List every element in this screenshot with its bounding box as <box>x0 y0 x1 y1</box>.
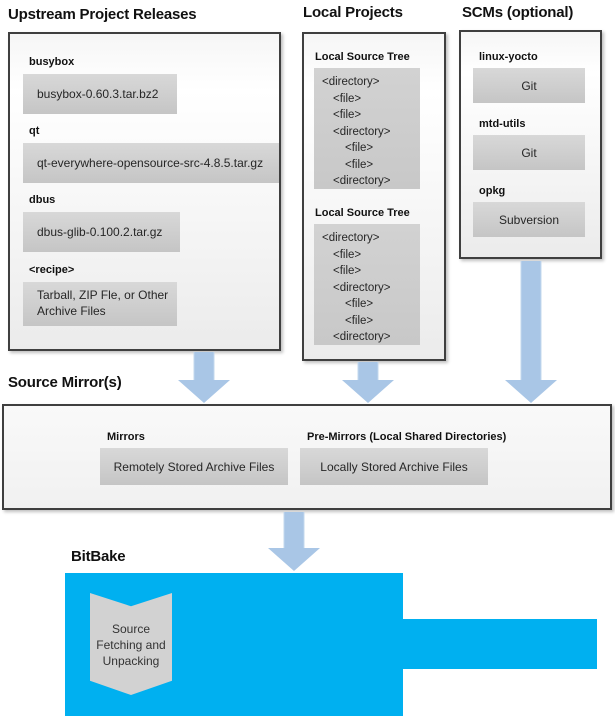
tree-line: <file> <box>333 265 362 277</box>
upstream-item-value: qt-everywhere-opensource-src-4.8.5.tar.g… <box>23 143 279 183</box>
scm-item-value: Git <box>473 135 585 170</box>
scm-item-label: opkg <box>479 185 506 197</box>
bitbake-heading: BitBake <box>71 548 126 565</box>
local-source-tree-label: Local Source Tree <box>315 207 410 219</box>
tree-line: <file> <box>345 314 374 327</box>
tree-line: <directory> <box>322 76 380 88</box>
upstream-item-label: qt <box>29 125 40 137</box>
scm-item-label: mtd-utils <box>479 118 526 130</box>
upstream-releases-heading: Upstream Project Releases <box>8 6 197 23</box>
scms-heading: SCMs (optional) <box>462 4 574 21</box>
local-projects-box: Local Source Tree <directory> <file> <fi… <box>302 32 446 361</box>
down-arrow-icon <box>268 512 320 571</box>
bitbake-output-bar <box>403 619 597 669</box>
tree-line: <file> <box>333 248 362 261</box>
tree-line: <file> <box>345 142 374 154</box>
upstream-item-value: busybox-0.60.3.tar.bz2 <box>23 74 177 114</box>
scm-item-value: Subversion <box>473 202 585 237</box>
upstream-item-value: dbus-glib-0.100.2.tar.gz <box>23 212 180 252</box>
source-fetching-step: Source Fetching and Unpacking <box>90 593 172 695</box>
scm-item-label: linux-yocto <box>479 51 538 63</box>
pre-mirrors-value: Locally Stored Archive Files <box>300 448 488 485</box>
local-projects-heading: Local Projects <box>303 4 403 21</box>
tree-line: <file> <box>345 158 374 171</box>
tree-line: <directory> <box>322 232 380 244</box>
down-arrow-icon <box>178 352 230 403</box>
mirrors-value: Remotely Stored Archive Files <box>100 448 288 485</box>
scms-box: linux-yocto Git mtd-utils Git opkg Subve… <box>459 30 602 259</box>
tree-line: <file> <box>345 298 374 310</box>
scm-item-value: Git <box>473 68 585 103</box>
upstream-item-label: dbus <box>29 194 56 206</box>
mirrors-label: Mirrors <box>107 431 145 443</box>
upstream-releases-box: busybox busybox-0.60.3.tar.bz2 qt qt-eve… <box>8 32 281 351</box>
local-source-tree: <directory> <file> <file> <directory> <f… <box>314 68 420 189</box>
tree-line: <file> <box>333 109 362 121</box>
tree-line: <file> <box>333 92 362 105</box>
local-source-tree-label: Local Source Tree <box>315 51 410 63</box>
tree-line: <directory> <box>333 125 391 138</box>
source-mirrors-heading: Source Mirror(s) <box>8 374 122 391</box>
upstream-item-label: <recipe> <box>29 264 75 276</box>
down-arrow-icon <box>342 362 394 403</box>
source-fetching-step-label: Source Fetching and Unpacking <box>96 621 166 669</box>
tree-line: <directory> <box>333 281 391 294</box>
tree-line: <directory> <box>333 175 391 187</box>
upstream-item-label: busybox <box>29 56 75 68</box>
upstream-item-value: Tarball, ZIP Fle, or Other Archive Files <box>23 282 177 326</box>
local-source-tree: <directory> <file> <file> <directory> <f… <box>314 224 420 345</box>
tree-line: <directory> <box>333 331 391 343</box>
source-mirrors-box: Mirrors Remotely Stored Archive Files Pr… <box>2 404 612 510</box>
pre-mirrors-label: Pre-Mirrors (Local Shared Directories) <box>307 431 507 443</box>
down-arrow-icon <box>505 261 557 403</box>
